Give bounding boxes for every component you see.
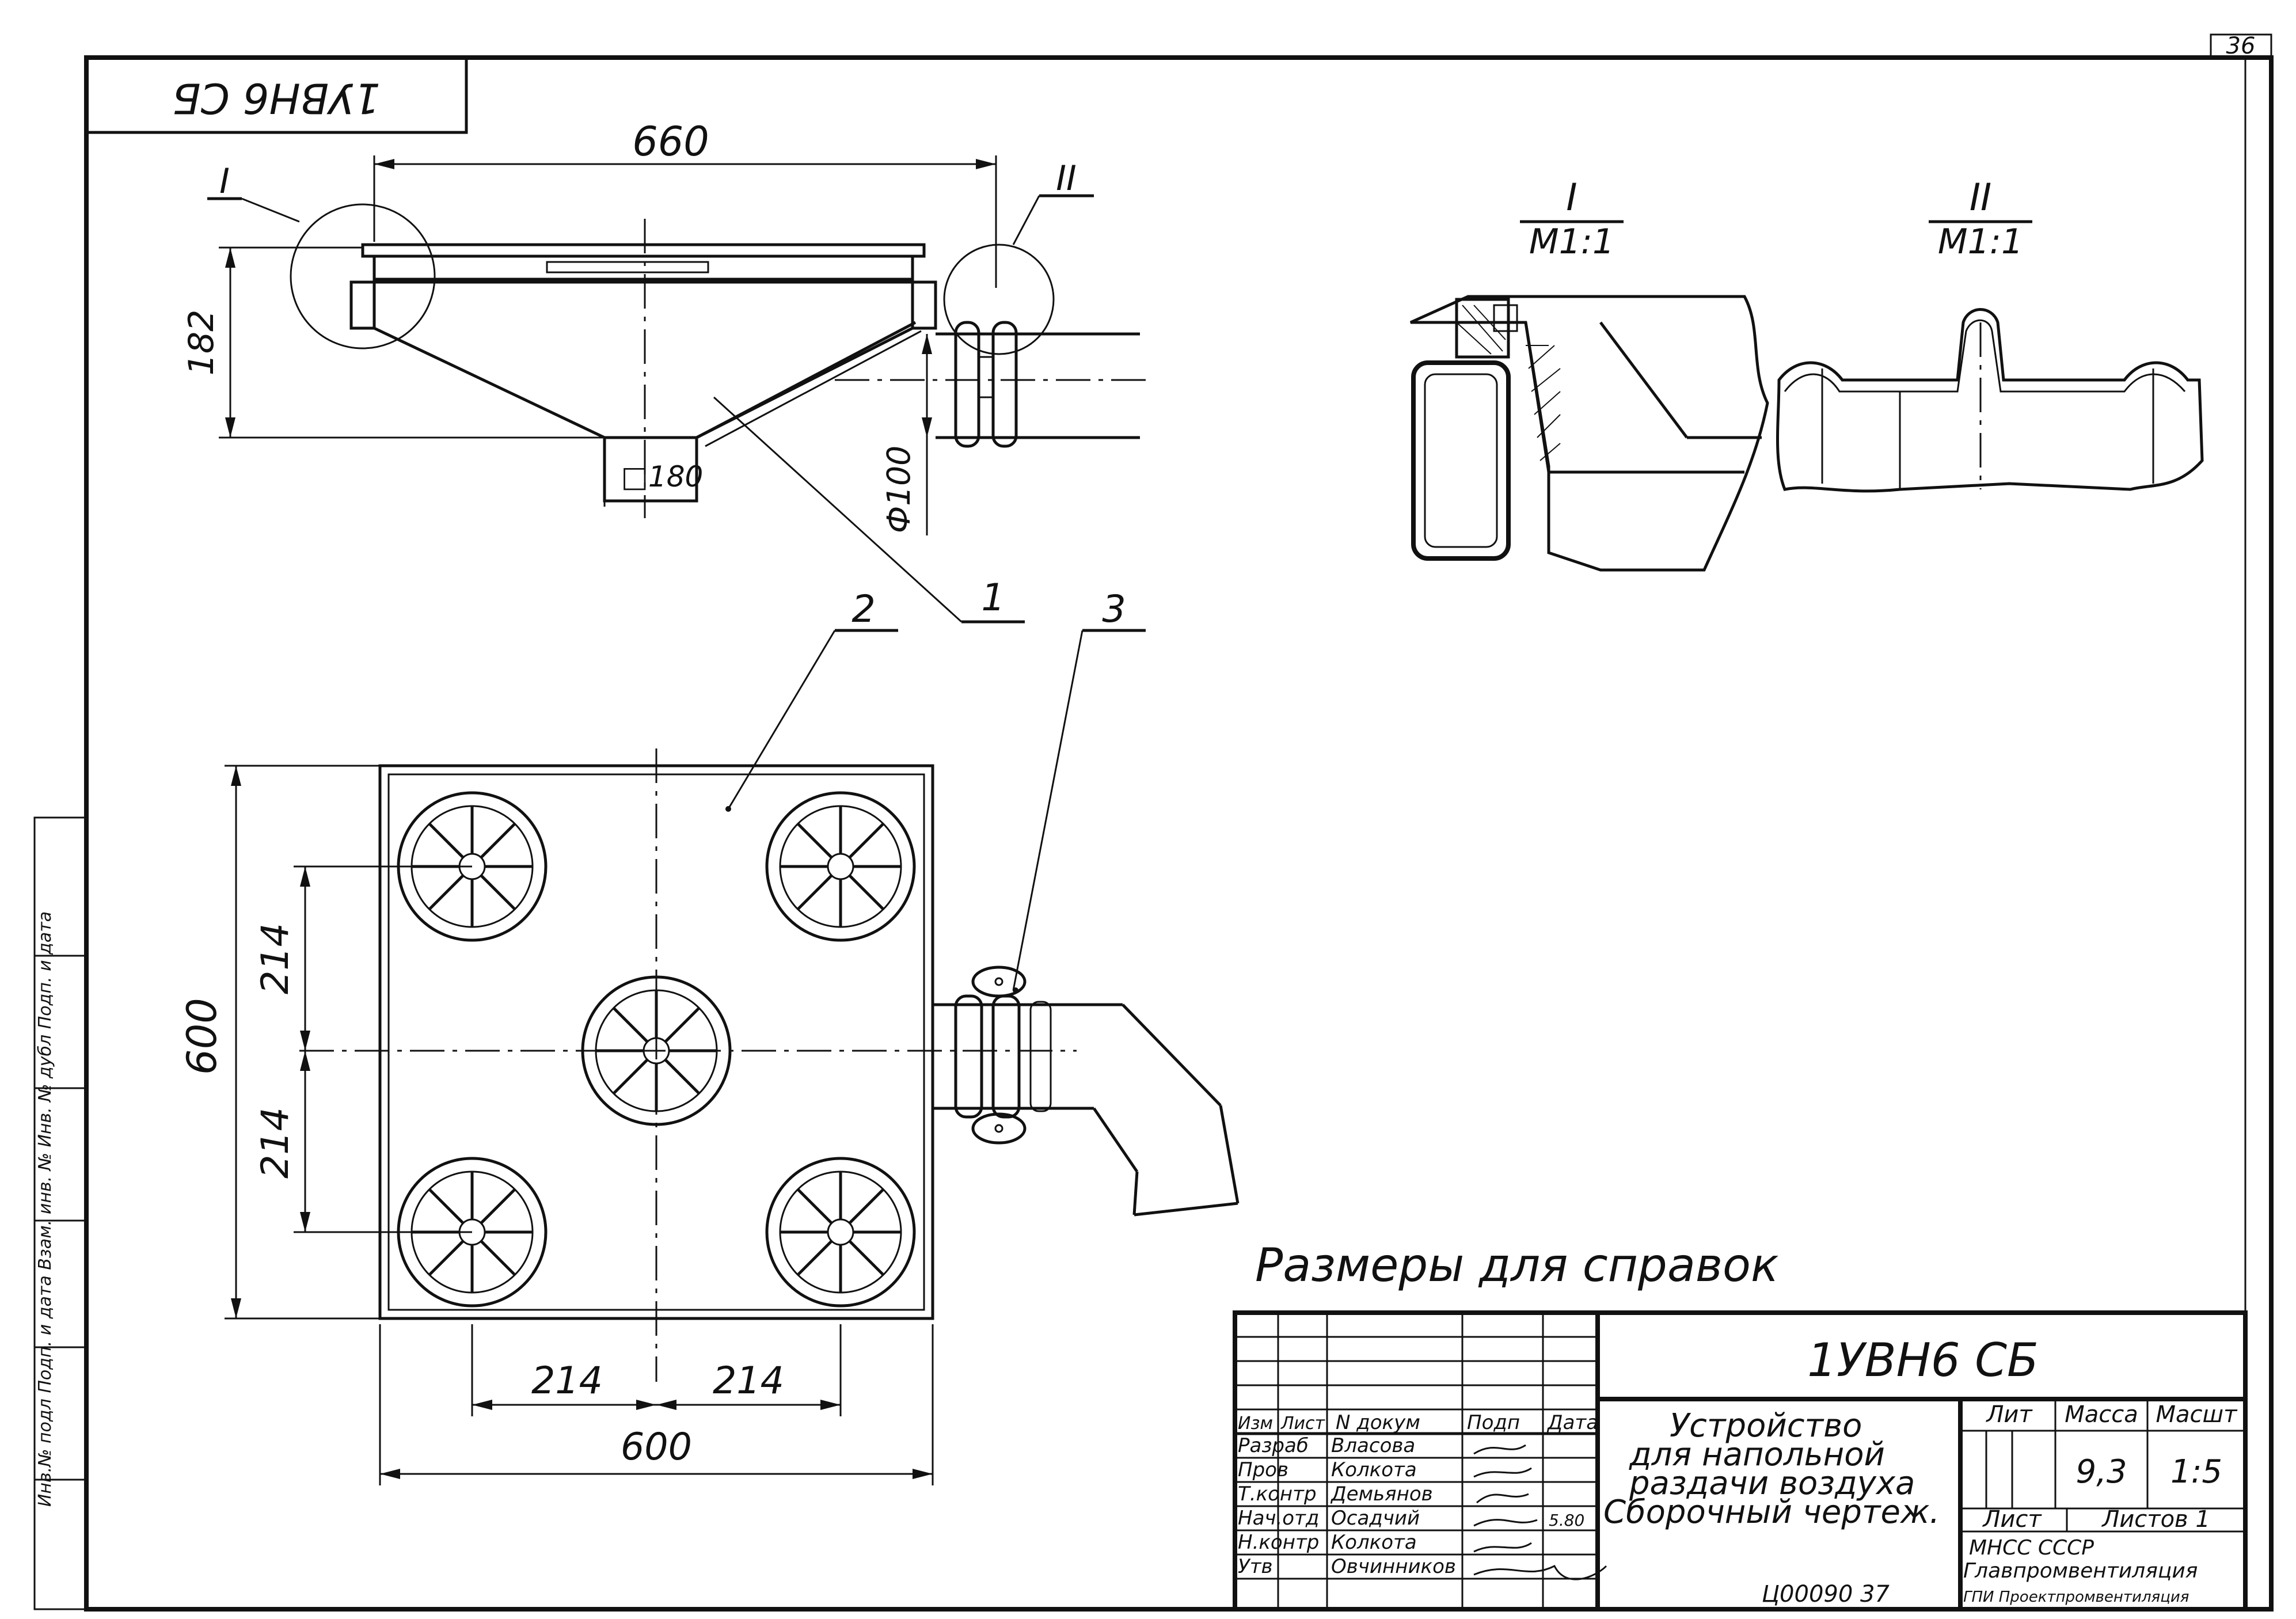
dim-outlet: □180 [621, 460, 704, 493]
diffuser-wheel [397, 1157, 548, 1308]
tb-header-list: Лист [1280, 1413, 1326, 1434]
tb-sheets-label: Листов 1 [2101, 1506, 2210, 1533]
title-block: Изм Лист N докум Подп Дата Разраб Власова… [1233, 1310, 2248, 1612]
tb-header-doc: N докум [1336, 1411, 1420, 1434]
tb-designation: 1УВН6 СБ [1807, 1333, 2039, 1387]
detail-I-label: I [219, 161, 230, 202]
detail-II-scale: М1:1 [1938, 222, 2023, 262]
tb-doc-code: Ц00090 37 [1762, 1581, 1890, 1607]
dim-spacing-h1: 214 [531, 1359, 603, 1403]
detail-I-view: I М1:1 [1409, 176, 1769, 572]
detail-II-label: II [1056, 158, 1076, 199]
detail-II-marker [943, 244, 1055, 355]
tb-date-value: 5.80 [1549, 1511, 1584, 1530]
tb-header-sign: Подп [1467, 1411, 1520, 1434]
tb-header-scale: Масшт [2156, 1401, 2238, 1428]
tb-role-name: Овчинников [1331, 1555, 1456, 1578]
detail-I-title: I [1566, 176, 1577, 219]
tb-role-name: Власова [1331, 1434, 1415, 1457]
tb-role-name: Осадчий [1331, 1507, 1420, 1530]
dim-spacing-v1: 214 [254, 923, 297, 994]
dim-plan-width: 600 [621, 1426, 692, 1469]
detail-II-view: II М1:1 [1776, 176, 2204, 493]
dim-spacing-v2: 214 [254, 1107, 297, 1179]
dim-pipe-diameter: Ф100 [880, 446, 917, 533]
tb-role-name: Колкота [1331, 1531, 1417, 1554]
page-number: 36 [2226, 33, 2256, 59]
diffuser-wheel [397, 791, 548, 942]
tb-sheet-label: Лист [1982, 1506, 2042, 1533]
signatures [1473, 1444, 1607, 1580]
tb-role: Утв [1238, 1555, 1273, 1578]
tb-header-lit: Лит [1985, 1401, 2033, 1428]
plan-view: 600 214 214 214 214 600 [178, 748, 1240, 1485]
tb-org-1: МНСС СССР [1969, 1536, 2094, 1560]
tb-role: Н.контр [1238, 1531, 1319, 1554]
tb-role: Пров [1238, 1458, 1288, 1481]
callout-3: 3 [1102, 588, 1126, 631]
tb-name-2: для напольной [1629, 1436, 1885, 1473]
tb-name-1: Устройство [1670, 1407, 1862, 1445]
diffuser-wheel [581, 975, 732, 1126]
callout-2: 2 [852, 588, 875, 631]
detail-II-title: II [1970, 176, 1991, 219]
diffuser-wheels [397, 791, 916, 1308]
tb-role: Разраб [1238, 1434, 1309, 1457]
diffuser-wheel [765, 791, 916, 942]
tb-scale-value: 1:5 [2170, 1453, 2222, 1491]
tb-header-mass: Масса [2065, 1401, 2138, 1428]
detail-I-marker [290, 203, 436, 349]
tb-org-2: Главпромвентиляция [1963, 1559, 2198, 1583]
tb-header-date: Дата [1546, 1411, 1598, 1434]
detail-I-scale: М1:1 [1529, 222, 1614, 262]
tb-name-4: Сборочный чертеж. [1603, 1493, 1940, 1531]
dim-spacing-h2: 214 [713, 1359, 784, 1403]
tb-header-izm: Изм [1238, 1413, 1273, 1434]
tb-mass-value: 9,3 [2075, 1453, 2127, 1491]
dim-plan-height: 600 [178, 998, 226, 1075]
tb-role: Нач.отд [1238, 1507, 1319, 1530]
stamp-top: 1УВН6 СБ [172, 74, 381, 122]
reference-note: Размеры для справок [1255, 1238, 1778, 1292]
front-view: I II 660 182 □180 Ф100 [181, 118, 1151, 624]
tb-role-name: Колкота [1331, 1458, 1417, 1481]
tb-role-name: Демьянов [1330, 1483, 1433, 1506]
callout-1: 1 [981, 576, 1005, 620]
side-strip-text: Инв.№ подл Подп. и дата Взам. инв. № Инв… [35, 911, 55, 1507]
side-strip [33, 816, 88, 1610]
dim-660: 660 [632, 118, 709, 165]
tb-org-3: ГПИ Проектпромвентиляция [1963, 1588, 2189, 1606]
diffuser-wheel [765, 1157, 916, 1308]
dim-182: 182 [181, 310, 222, 376]
tb-name-3: раздачи воздуха [1629, 1465, 1915, 1502]
page-number-box [2210, 33, 2272, 59]
tb-role: Т.контр [1238, 1483, 1317, 1506]
